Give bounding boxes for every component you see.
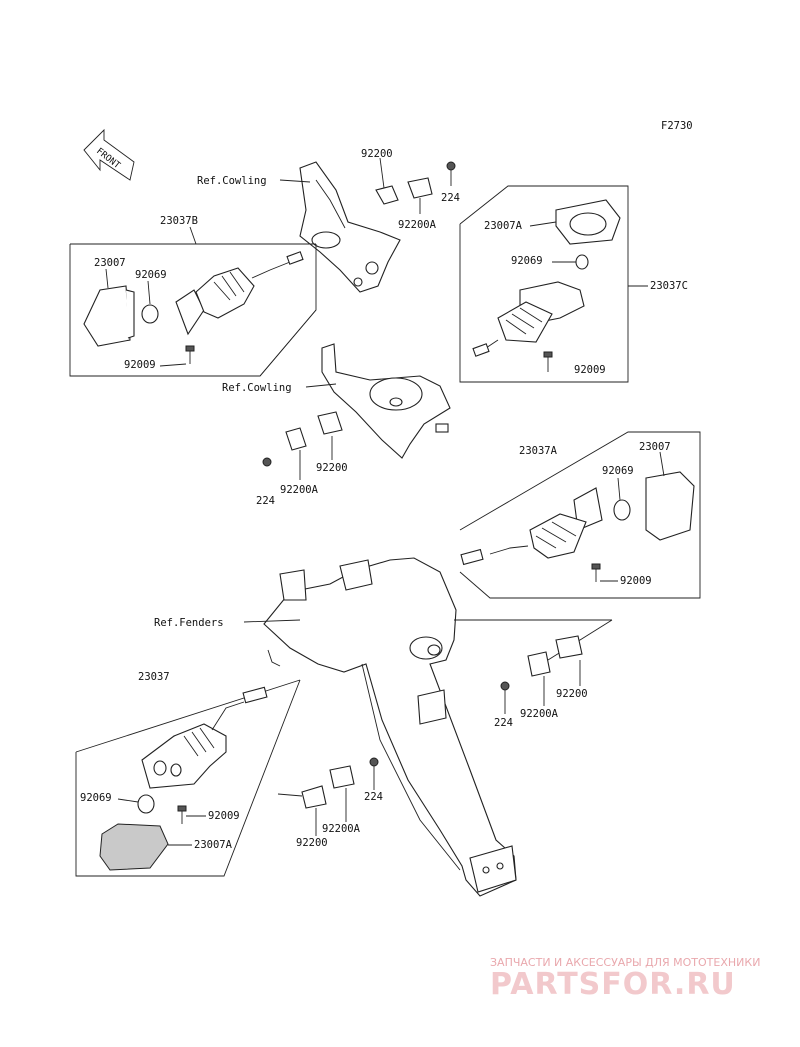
- label-23037C: 23037C: [650, 280, 688, 292]
- watermark-logo: PARTSFOR.RU: [490, 967, 736, 1002]
- clip-group-top: [375, 157, 456, 214]
- label-92200A-a: 92200A: [398, 219, 437, 231]
- label-92200-b: 92200: [316, 462, 348, 474]
- label-23007-right: 23007: [639, 441, 671, 453]
- label-23037: 23037: [138, 671, 170, 683]
- ref-cowling-label-1: Ref.Cowling: [197, 175, 267, 187]
- clip-group-right: [500, 635, 583, 714]
- figure-code: F2730: [661, 120, 693, 132]
- label-92200A-c: 92200A: [520, 708, 559, 720]
- right-cowling-bracket: [321, 343, 451, 459]
- label-92200A-d: 92200A: [322, 823, 361, 835]
- label-23007-left: 23007: [94, 257, 126, 269]
- right-front-signal: [472, 199, 621, 372]
- label-92200A-b: 92200A: [280, 484, 319, 496]
- label-224-c: 224: [494, 717, 513, 729]
- label-23037A: 23037A: [519, 445, 558, 457]
- label-92069-left: 92069: [135, 269, 167, 281]
- label-92069-right: 92069: [511, 255, 543, 267]
- label-224-b: 224: [256, 495, 275, 507]
- label-92009-right: 92009: [574, 364, 606, 376]
- clip-group-mid: [262, 411, 343, 480]
- label-92069-bl: 92069: [80, 792, 112, 804]
- ref-fenders-label: Ref.Fenders: [154, 617, 224, 629]
- label-23037B: 23037B: [160, 215, 198, 227]
- label-92009-r2: 92009: [620, 575, 652, 587]
- watermark-caption: ЗАПЧАСТИ И АКСЕССУАРЫ ДЛЯ МОТОТЕХНИКИ: [490, 956, 760, 969]
- label-92200-c: 92200: [556, 688, 588, 700]
- label-224-d: 224: [364, 791, 383, 803]
- label-23007A-bl: 23007A: [194, 839, 233, 851]
- box-23037A: [459, 431, 701, 599]
- box-23037B: [69, 243, 317, 377]
- rear-fender-bracket: [263, 557, 517, 897]
- label-92009-bl: 92009: [208, 810, 240, 822]
- right-rear-signal: [460, 471, 695, 582]
- label-23007A-top: 23007A: [484, 220, 523, 232]
- box-23037C: [459, 185, 629, 383]
- left-rear-signal: [99, 686, 268, 871]
- label-92009-left: 92009: [124, 359, 156, 371]
- front-cowling-bracket: [299, 161, 401, 293]
- front-arrow-icon: FRONT: [83, 128, 135, 181]
- label-92069-r2: 92069: [602, 465, 634, 477]
- ref-cowling-label-2: Ref.Cowling: [222, 382, 292, 394]
- clip-group-bottom: [277, 757, 379, 836]
- left-front-signal: [83, 251, 304, 364]
- label-224-a: 224: [441, 192, 460, 204]
- label-92200-d: 92200: [296, 837, 328, 849]
- label-92200-a: 92200: [361, 148, 393, 160]
